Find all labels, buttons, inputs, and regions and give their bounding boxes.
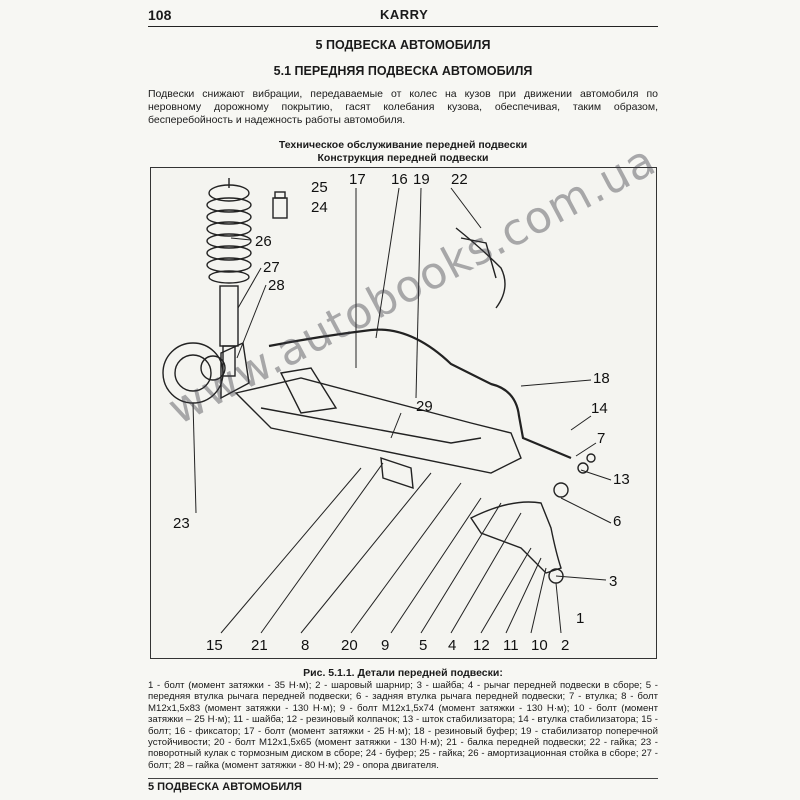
brake-disc [162,342,224,404]
stabilizer-bar [268,328,572,460]
callout-10: 10 [531,637,548,654]
callout-labels: 25 24 17 16 19 22 26 27 28 18 29 14 7 13… [173,171,630,654]
bump-stop [272,197,288,219]
callout-4: 4 [448,637,456,654]
figure-caption: Рис. 5.1.1. Детали передней подвески: [303,667,503,679]
callout-27: 27 [263,259,280,276]
callout-9: 9 [381,637,389,654]
callout-6: 6 [613,513,621,530]
callout-18: 18 [593,370,610,387]
callout-19: 19 [413,171,430,188]
callout-11: 11 [503,637,519,654]
callout-14: 14 [591,400,608,417]
running-title: KARRY [380,7,429,22]
callout-28: 28 [268,277,285,294]
suspension-drawing: 25 24 17 16 19 22 26 27 28 18 29 14 7 13… [162,171,630,654]
page-header: 108 KARRY [148,6,658,27]
body-detail [455,227,506,309]
callout-13: 13 [613,471,630,488]
coil-spring [206,184,252,284]
intro-paragraph: Подвески снижают вибрации, передаваемые … [148,88,658,126]
callout-15: 15 [206,637,223,654]
callout-7: 7 [597,430,605,447]
shock-strut [219,285,239,347]
callout-5: 5 [419,637,427,654]
maintenance-heading: Техническое обслуживание передней подвес… [278,139,528,151]
callout-25: 25 [311,179,328,196]
callout-8: 8 [301,637,309,654]
section-heading: 5 ПОДВЕСКА АВТОМОБИЛЯ [315,38,491,52]
callout-20: 20 [341,637,358,654]
callout-24: 24 [311,199,328,216]
callout-3: 3 [609,573,617,590]
page-footer: 5 ПОДВЕСКА АВТОМОБИЛЯ [148,778,658,797]
callout-21: 21 [251,637,268,654]
engine-mount [279,367,338,414]
callout-2: 2 [561,637,569,654]
construction-heading: Конструкция передней подвески [317,152,489,164]
lower-control-arm [469,501,562,574]
figure-legend: 1 - болт (момент затяжки - 35 Н·м); 2 - … [148,680,658,771]
callout-1: 1 [576,610,584,627]
suspension-diagram: 25 24 17 16 19 22 26 27 28 18 29 14 7 13… [150,167,657,659]
subframe [234,377,522,474]
callout-26: 26 [255,233,272,250]
callout-12: 12 [473,637,490,654]
callout-23: 23 [173,515,190,532]
callout-17: 17 [349,171,366,188]
subsection-heading: 5.1 ПЕРЕДНЯЯ ПОДВЕСКА АВТОМОБИЛЯ [273,64,533,78]
callout-22: 22 [451,171,468,188]
page-number: 108 [148,7,172,23]
callout-16: 16 [391,171,408,188]
callout-29: 29 [416,398,433,415]
